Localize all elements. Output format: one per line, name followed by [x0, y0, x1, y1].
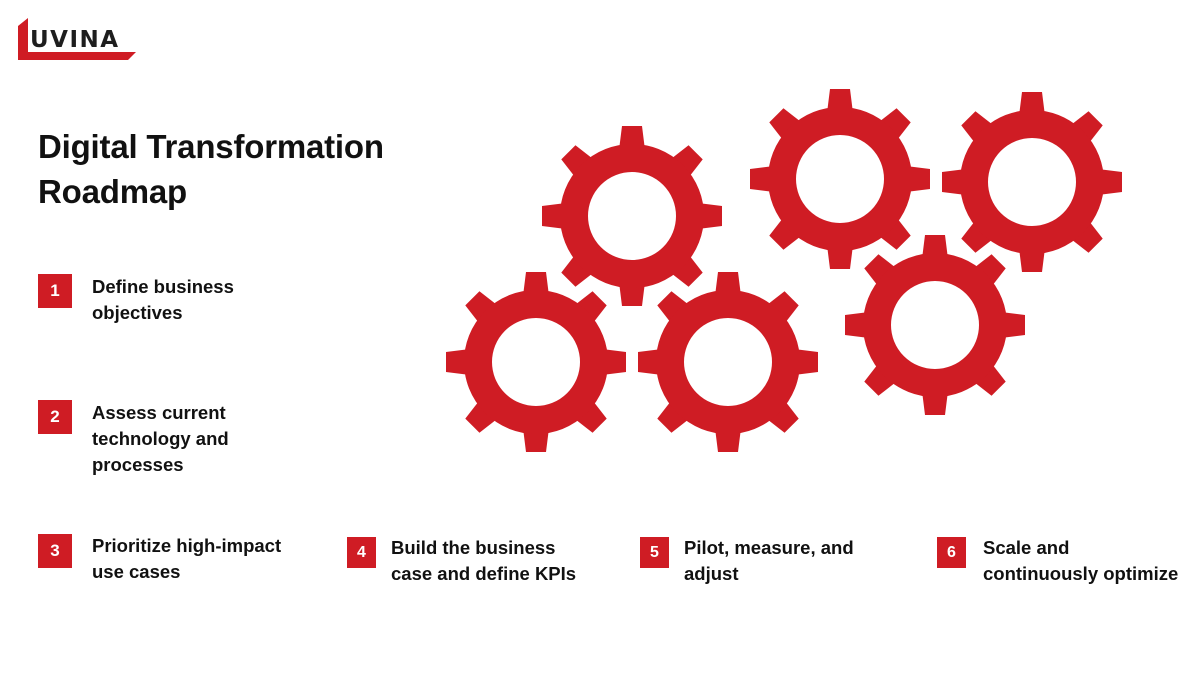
step-number-badge: 1: [38, 274, 72, 308]
step-label: Build the business case and define KPIs: [391, 535, 576, 587]
step-label-line: Define business: [92, 276, 234, 297]
page-title: Digital Transformation Roadmap: [38, 124, 458, 214]
step-label: Pilot, measure, and adjust: [684, 535, 854, 587]
step-2: 2 Assess current technology and processe…: [38, 400, 229, 478]
logo-text: UVINA: [30, 27, 120, 53]
logo-l-mark-icon: [18, 18, 136, 60]
gear-icon: [446, 272, 626, 452]
step-label-line: technology and: [92, 428, 229, 449]
gear-icon: [750, 89, 930, 269]
step-6: 6 Scale and continuously optimize: [937, 537, 1178, 587]
step-label-line: case and define KPIs: [391, 563, 577, 584]
step-label-line: adjust: [684, 563, 739, 584]
step-label-line: Prioritize high-impact: [92, 535, 282, 556]
step-label: Scale and continuously optimize: [983, 535, 1178, 587]
gear-icon: [638, 272, 818, 452]
step-3: 3 Prioritize high-impact use cases: [38, 534, 281, 585]
step-label-line: Pilot, measure, and: [684, 537, 854, 558]
step-number-badge: 3: [38, 534, 72, 568]
gear-icon: [845, 235, 1025, 415]
step-number-badge: 4: [347, 537, 376, 568]
step-label-line: Scale and: [983, 537, 1070, 558]
step-number-badge: 5: [640, 537, 669, 568]
step-label-line: use cases: [92, 561, 181, 582]
title-line-1: Digital Transformation: [38, 128, 384, 165]
step-label: Assess current technology and processes: [92, 400, 229, 478]
step-4: 4 Build the business case and define KPI…: [347, 537, 576, 587]
step-1: 1 Define business objectives: [38, 274, 234, 326]
step-5: 5 Pilot, measure, and adjust: [640, 537, 854, 587]
title-line-2: Roadmap: [38, 173, 187, 210]
step-label: Define business objectives: [92, 274, 234, 326]
step-label-line: continuously optimize: [983, 563, 1179, 584]
gear-icon: [942, 92, 1122, 272]
luvina-logo: UVINA: [16, 16, 138, 62]
step-label: Prioritize high-impact use cases: [92, 533, 281, 585]
gear-icon: [542, 126, 722, 306]
step-number-badge: 6: [937, 537, 966, 568]
step-label-line: objectives: [92, 302, 183, 323]
step-label-line: processes: [92, 454, 184, 475]
step-label-line: Build the business: [391, 537, 556, 558]
step-label-line: Assess current: [92, 402, 226, 423]
step-number-badge: 2: [38, 400, 72, 434]
